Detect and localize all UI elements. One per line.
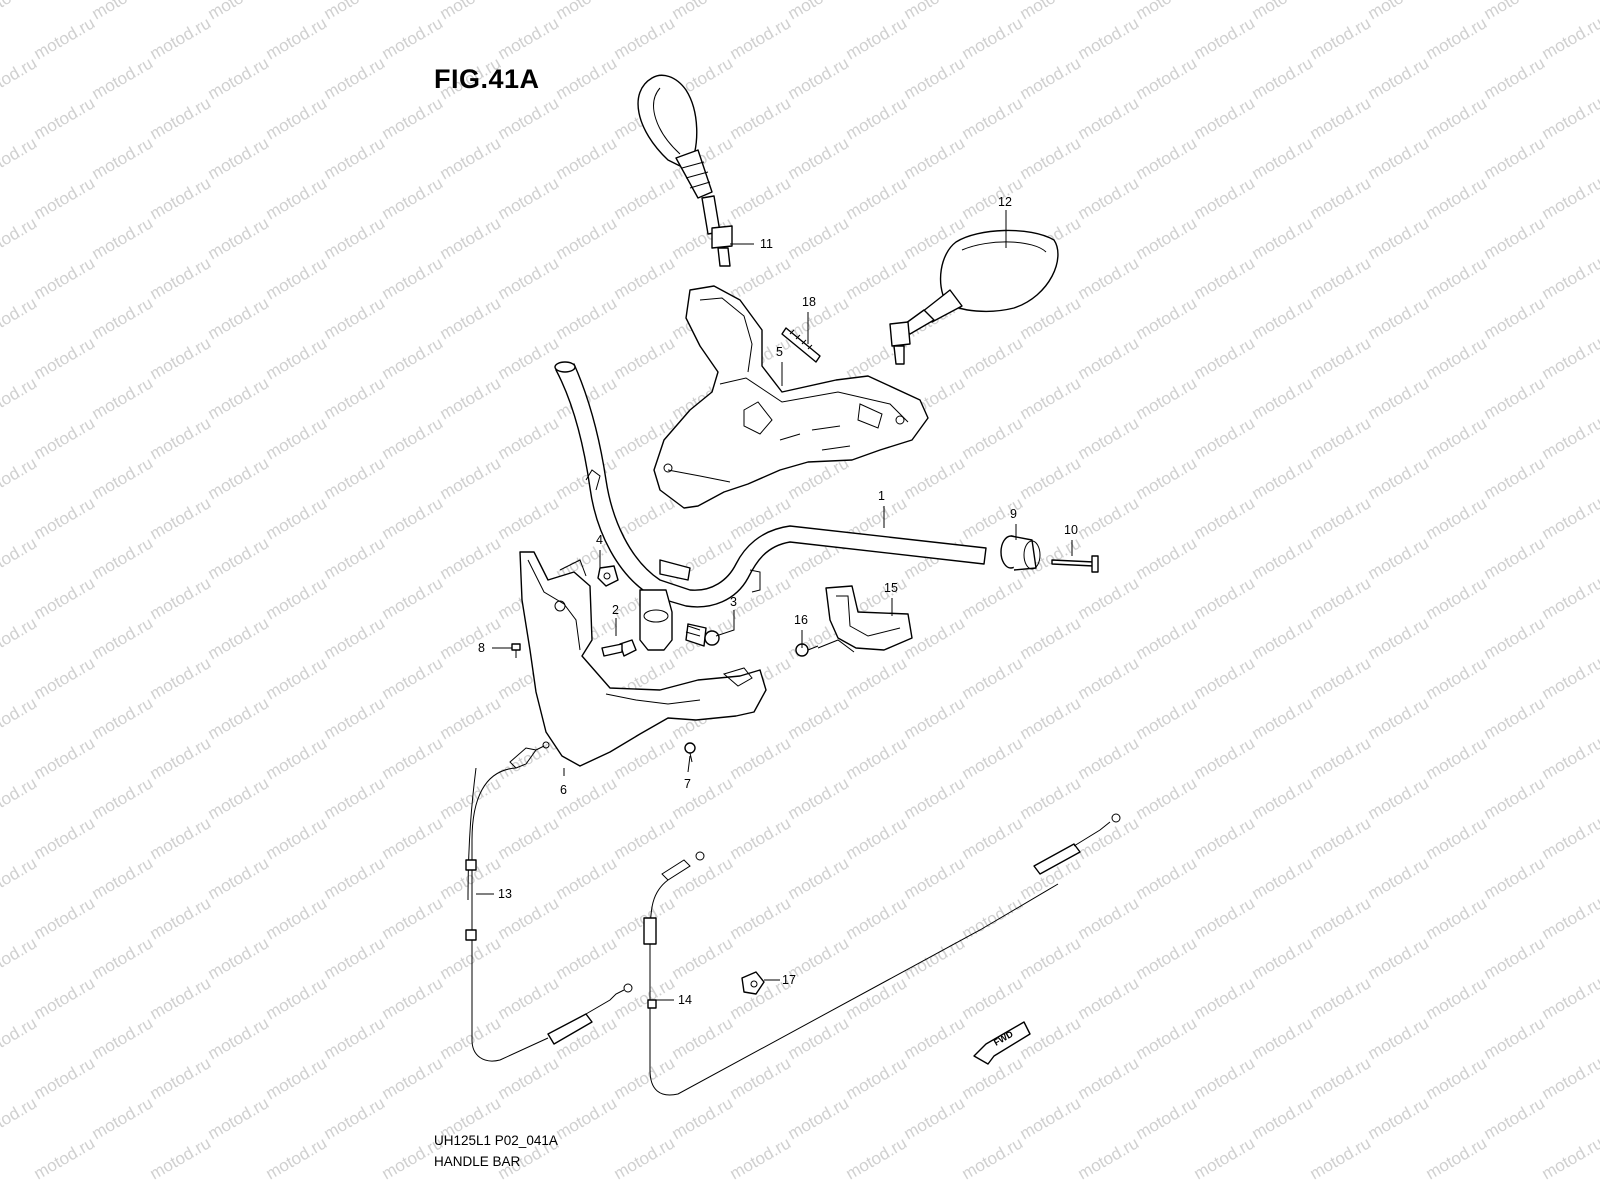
forward-arrow-icon: FWD: [973, 1021, 1031, 1065]
cable-clamp[interactable]: [741, 971, 765, 995]
handlebar[interactable]: [554, 361, 987, 608]
callout-7: 7: [684, 777, 691, 791]
weight-screw[interactable]: [1051, 555, 1099, 573]
clip[interactable]: [781, 327, 821, 363]
leader-lines: [476, 210, 1073, 1001]
handle-cover-front[interactable]: [653, 285, 929, 509]
throttle-cable[interactable]: [465, 741, 633, 1062]
screw-8[interactable]: [511, 643, 521, 658]
drawing-code: UH125L1 P02_041A: [434, 1133, 558, 1148]
callout-15: 15: [884, 581, 898, 595]
callout-labels: 1 2 3 4 5 6 7 8 9 10 11 12 13 14 15 16 1…: [478, 195, 1078, 1007]
callout-10: 10: [1064, 523, 1078, 537]
right-mirror[interactable]: [889, 229, 1059, 365]
callout-16: 16: [794, 613, 808, 627]
handlebar-clamp[interactable]: [601, 589, 720, 657]
callout-14: 14: [678, 993, 692, 1007]
callout-3: 3: [730, 595, 737, 609]
callout-5: 5: [776, 345, 783, 359]
nut[interactable]: [597, 565, 619, 587]
watermark-text: motod.ru: [1597, 0, 1600, 23]
callout-8: 8: [478, 641, 485, 655]
screw-7[interactable]: [684, 742, 696, 763]
drawing-name: HANDLE BAR: [434, 1154, 521, 1169]
callout-18: 18: [802, 295, 816, 309]
callout-2: 2: [612, 603, 619, 617]
left-mirror[interactable]: [637, 74, 733, 267]
callout-9: 9: [1010, 507, 1017, 521]
callout-6: 6: [560, 783, 567, 797]
bracket[interactable]: [817, 585, 913, 653]
callout-17: 17: [782, 973, 796, 987]
figure-title: FIG.41A: [434, 64, 540, 94]
screw-16[interactable]: [795, 643, 819, 657]
callout-4: 4: [596, 533, 603, 547]
callout-13: 13: [498, 887, 512, 901]
handle-weight[interactable]: [1000, 535, 1041, 571]
callout-1: 1: [878, 489, 885, 503]
handle-cover-rear[interactable]: [519, 551, 767, 767]
callout-11: 11: [760, 237, 773, 251]
brake-cable[interactable]: [643, 813, 1121, 1096]
callout-12: 12: [998, 195, 1012, 209]
